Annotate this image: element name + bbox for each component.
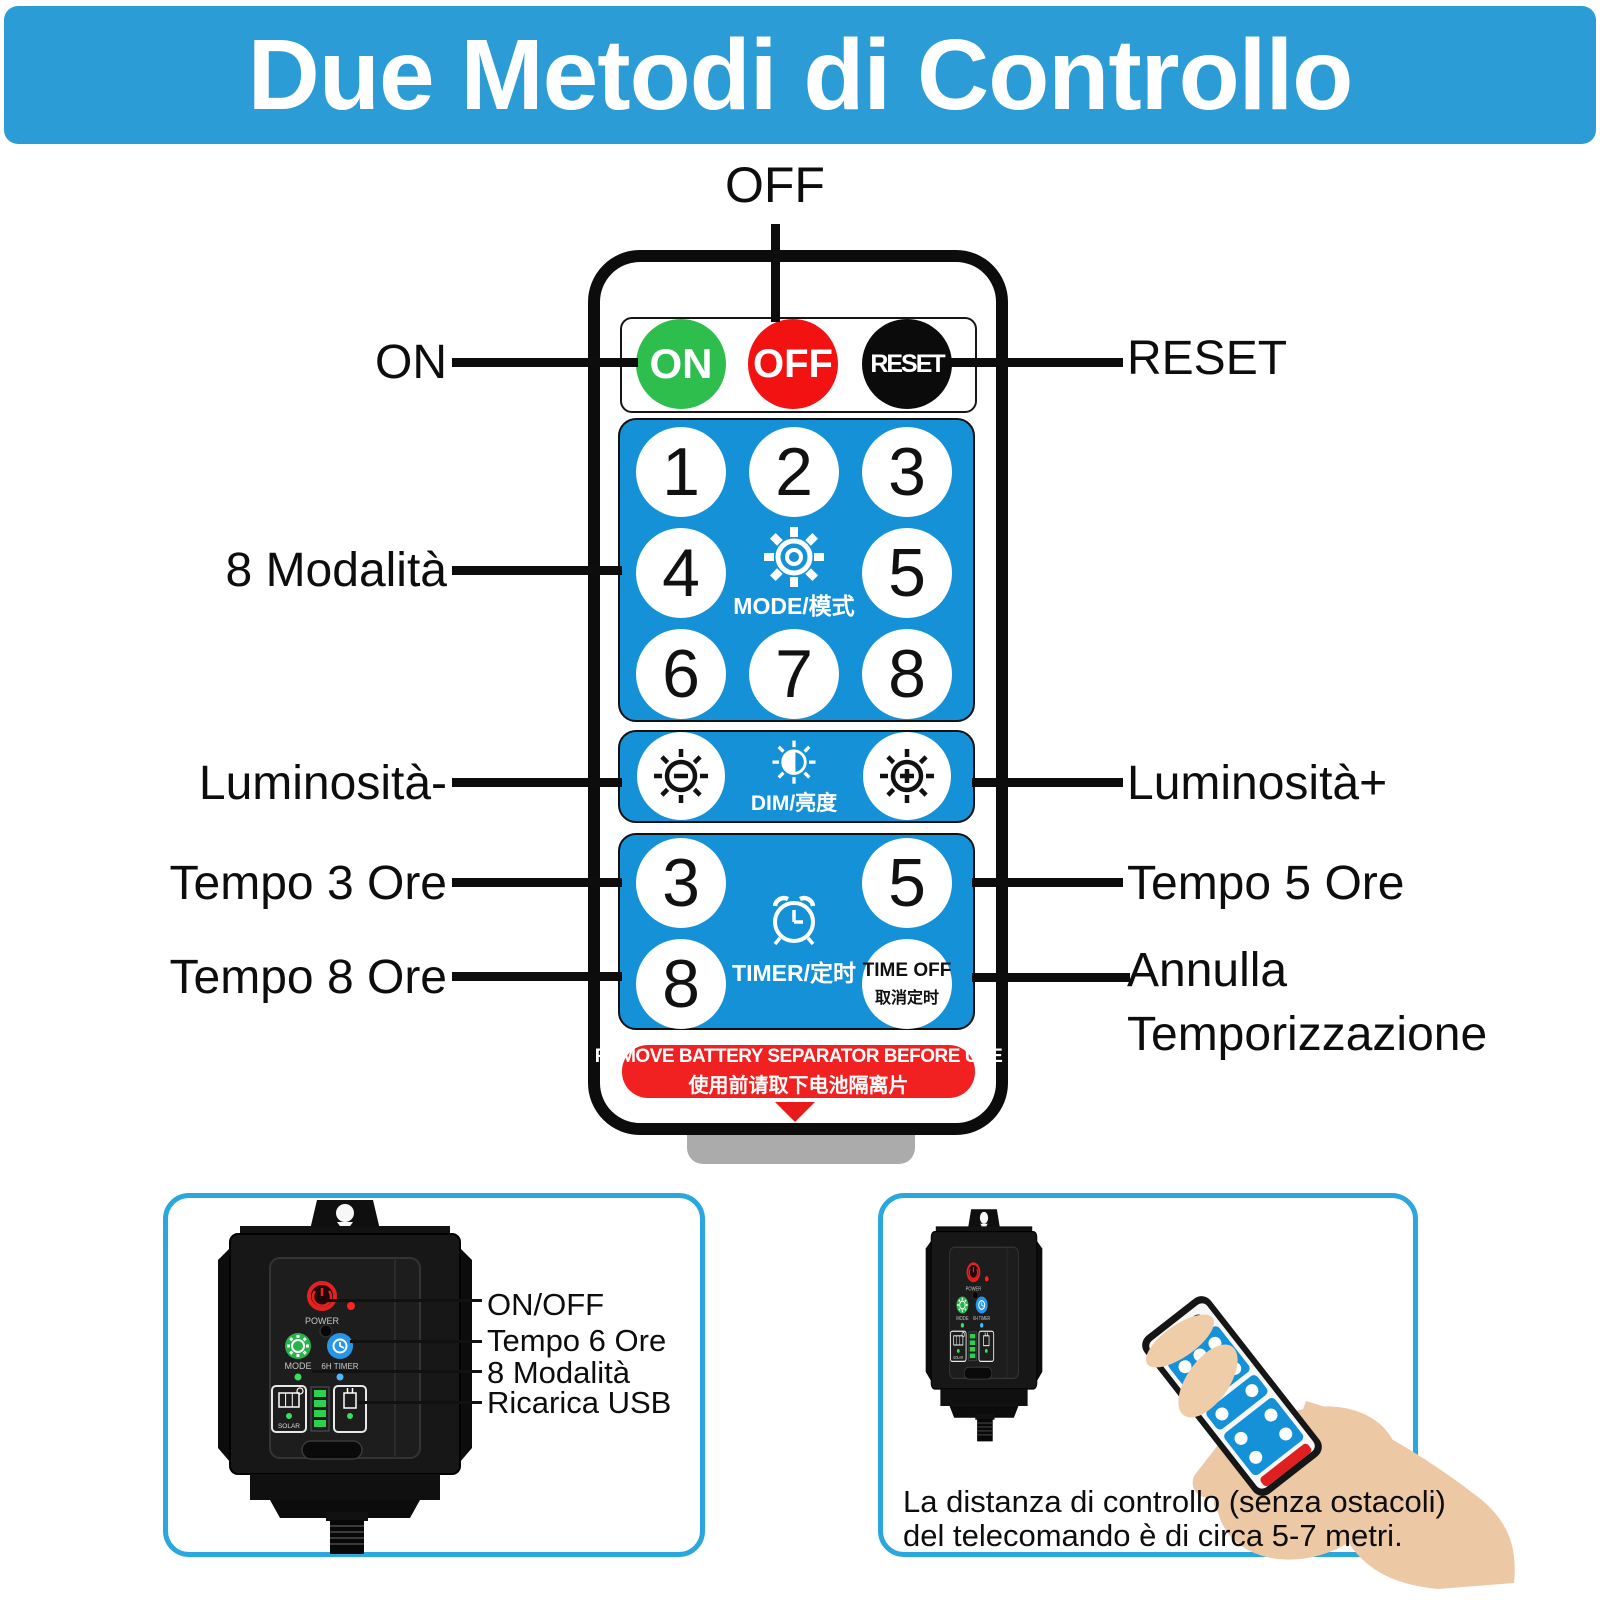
off-button-label: OFF bbox=[753, 341, 833, 386]
timer-5h-button: 5 bbox=[862, 838, 952, 928]
callout-line-dim-plus bbox=[972, 778, 1123, 787]
callout-line-off bbox=[771, 224, 780, 322]
timer-3h-button: 3 bbox=[636, 838, 726, 928]
mode-button-6: 6 bbox=[636, 629, 726, 719]
mode-button-1: 1 bbox=[636, 427, 726, 517]
controller-label-onoff: ON/OFF bbox=[487, 1287, 605, 1322]
callout-line-timer3 bbox=[452, 878, 622, 887]
time-off-label-en: TIME OFF bbox=[862, 960, 952, 981]
controller-line-timer6 bbox=[350, 1340, 482, 1343]
warning-arrow-icon bbox=[775, 1102, 815, 1122]
callout-line-timeoff bbox=[972, 973, 1130, 982]
callout-line-dim-minus bbox=[452, 778, 622, 787]
callout-reset: RESET bbox=[1127, 332, 1288, 385]
reset-button-label: RESET bbox=[870, 349, 945, 378]
callout-timeoff-line1: Annulla bbox=[1127, 944, 1288, 997]
controller-label-timer6: Tempo 6 Ore bbox=[487, 1323, 667, 1358]
controller-box-image bbox=[210, 1198, 480, 1558]
callout-line-modes bbox=[452, 566, 622, 575]
sun-plus-icon bbox=[880, 749, 934, 803]
warning-band: REMOVE BATTERY SEPARATOR BEFORE USE 使用前请… bbox=[595, 1045, 1003, 1098]
callout-timer8: Tempo 8 Ore bbox=[169, 951, 447, 1004]
callout-line-reset bbox=[951, 358, 1123, 367]
mode-button-2: 2 bbox=[749, 427, 839, 517]
timer-caption: TIMER/定时 bbox=[732, 960, 856, 986]
title-banner: Due Metodi di Controllo bbox=[4, 6, 1596, 144]
controller-line-modes bbox=[312, 1370, 482, 1373]
brightness-icon bbox=[772, 740, 816, 784]
callout-modes: 8 Modalità bbox=[225, 544, 447, 597]
callout-timer5: Tempo 5 Ore bbox=[1127, 857, 1405, 910]
warning-text-zh: 使用前请取下电池隔离片 bbox=[688, 1074, 909, 1097]
dim-minus-button bbox=[637, 732, 725, 820]
timer-8h-button: 8 bbox=[636, 939, 726, 1029]
on-button-label: ON bbox=[649, 340, 713, 387]
mode-button-3: 3 bbox=[862, 427, 952, 517]
mode-caption: MODE/模式 bbox=[733, 593, 855, 619]
controller-label-modes: 8 Modalità bbox=[487, 1355, 631, 1390]
gear-icon bbox=[764, 527, 824, 587]
callout-off: OFF bbox=[725, 157, 825, 213]
warning-text-en: REMOVE BATTERY SEPARATOR BEFORE USE bbox=[594, 1045, 1003, 1067]
mode-button-5: 5 bbox=[862, 528, 952, 618]
callout-timer3: Tempo 3 Ore bbox=[169, 857, 447, 910]
alarm-clock-icon bbox=[772, 895, 816, 946]
controller-line-onoff bbox=[327, 1299, 482, 1302]
callout-line-timer5 bbox=[972, 878, 1123, 887]
sun-minus-icon bbox=[654, 749, 708, 803]
mode-button-7: 7 bbox=[749, 629, 839, 719]
mode-button-4: 4 bbox=[636, 528, 726, 618]
reset-button: RESET bbox=[862, 319, 952, 409]
callout-line-on bbox=[452, 358, 638, 367]
controller-label-usb: Ricarica USB bbox=[487, 1385, 672, 1420]
controller-line-usb bbox=[358, 1401, 482, 1404]
battery-pull-tab bbox=[687, 1130, 915, 1164]
callout-line-timer8 bbox=[452, 972, 622, 981]
time-off-label-zh: 取消定时 bbox=[874, 990, 939, 1007]
distance-text-line2: del telecomando è di circa 5-7 metri. bbox=[903, 1518, 1403, 1553]
on-button: ON bbox=[636, 319, 726, 409]
off-button: OFF bbox=[748, 319, 838, 409]
callout-timeoff-line2: Temporizzazione bbox=[1127, 1008, 1488, 1061]
callout-dim-plus: Luminosità+ bbox=[1127, 757, 1388, 810]
mode-button-8: 8 bbox=[862, 629, 952, 719]
callout-dim-minus: Luminosità- bbox=[198, 757, 447, 810]
callout-on: ON bbox=[375, 336, 447, 389]
distance-text-line1: La distanza di controllo (senza ostacoli… bbox=[903, 1484, 1446, 1519]
time-off-button: TIME OFF 取消定时 bbox=[862, 939, 952, 1029]
dim-plus-button bbox=[863, 732, 951, 820]
hand-remote-image bbox=[878, 1193, 1515, 1589]
page-title: Due Metodi di Controllo bbox=[247, 18, 1354, 131]
dim-caption: DIM/亮度 bbox=[750, 792, 838, 815]
